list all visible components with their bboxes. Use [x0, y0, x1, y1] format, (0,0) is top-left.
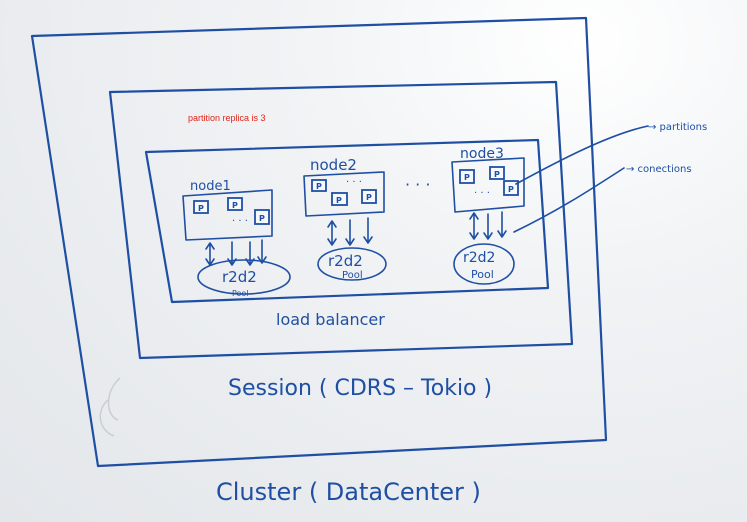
partitions-annotation: → partitions [648, 122, 707, 133]
node-3-dots: · · · [474, 188, 490, 199]
node-3-box [451, 157, 525, 213]
node-3-pool-title: r2d2 [463, 250, 495, 266]
node-2-partition: P [311, 179, 327, 192]
node-1-partition: P [227, 197, 243, 211]
cluster-label: Cluster ( DataCenter ) [216, 478, 481, 506]
connections-annotation: → conections [626, 164, 692, 175]
svg-text:P: P [494, 170, 500, 179]
node-3-partition: P [459, 169, 475, 184]
node-2-pool-title: r2d2 [328, 252, 363, 270]
node-2: node2 P P P · · · r2d2 Pool [303, 156, 387, 281]
node-3: node3 P P P · · · r2d2 Pool [451, 146, 525, 285]
node-2-pool-sub: Pool [342, 270, 363, 281]
node-1-partition: P [193, 200, 209, 214]
node-3-pool [453, 243, 515, 285]
node-3-pool-sub: Pool [471, 268, 494, 281]
node-2-connections [327, 217, 373, 246]
node-3-partition: P [503, 180, 519, 196]
node-3-connections [469, 211, 507, 240]
replica-note: partition replica is 3 [188, 113, 266, 123]
node-1-pool [197, 259, 291, 295]
node-2-pool [317, 247, 387, 281]
ghost-marks [99, 377, 121, 437]
svg-text:P: P [259, 214, 265, 223]
node-1-dots: · · · [232, 216, 248, 227]
svg-text:P: P [316, 182, 322, 191]
node-1-pool-sub: Pool [232, 289, 249, 298]
connections-pointer [513, 167, 625, 233]
svg-text:P: P [232, 201, 238, 210]
svg-text:P: P [198, 204, 204, 213]
session-label: Session ( CDRS – Tokio ) [228, 376, 492, 401]
svg-text:P: P [508, 185, 514, 194]
svg-text:P: P [336, 196, 342, 205]
node-1-pool-title: r2d2 [222, 268, 257, 286]
node-2-label: node2 [310, 156, 357, 174]
node-2-partition: P [331, 192, 348, 206]
node-1-label: node1 [190, 179, 231, 194]
load-balancer-label: load balancer [276, 310, 385, 329]
node-1-partition: P [254, 209, 270, 225]
session-box [108, 80, 574, 360]
more-nodes-ellipsis: · · · [405, 175, 430, 194]
load-balancer-box [144, 138, 550, 304]
node-2-partition: P [361, 189, 377, 204]
node-2-dots: · · · [346, 177, 362, 188]
node-3-partition: P [489, 166, 505, 180]
node-1-box [182, 189, 273, 241]
node-1-connections [205, 239, 267, 266]
node-1: node1 P P P · · · r2d2 Pool [182, 179, 291, 298]
partitions-pointer [515, 125, 649, 185]
cluster-box [30, 16, 608, 468]
node-2-box [303, 171, 385, 217]
node-3-label: node3 [460, 146, 504, 162]
svg-text:P: P [464, 173, 470, 182]
svg-text:P: P [366, 193, 372, 202]
